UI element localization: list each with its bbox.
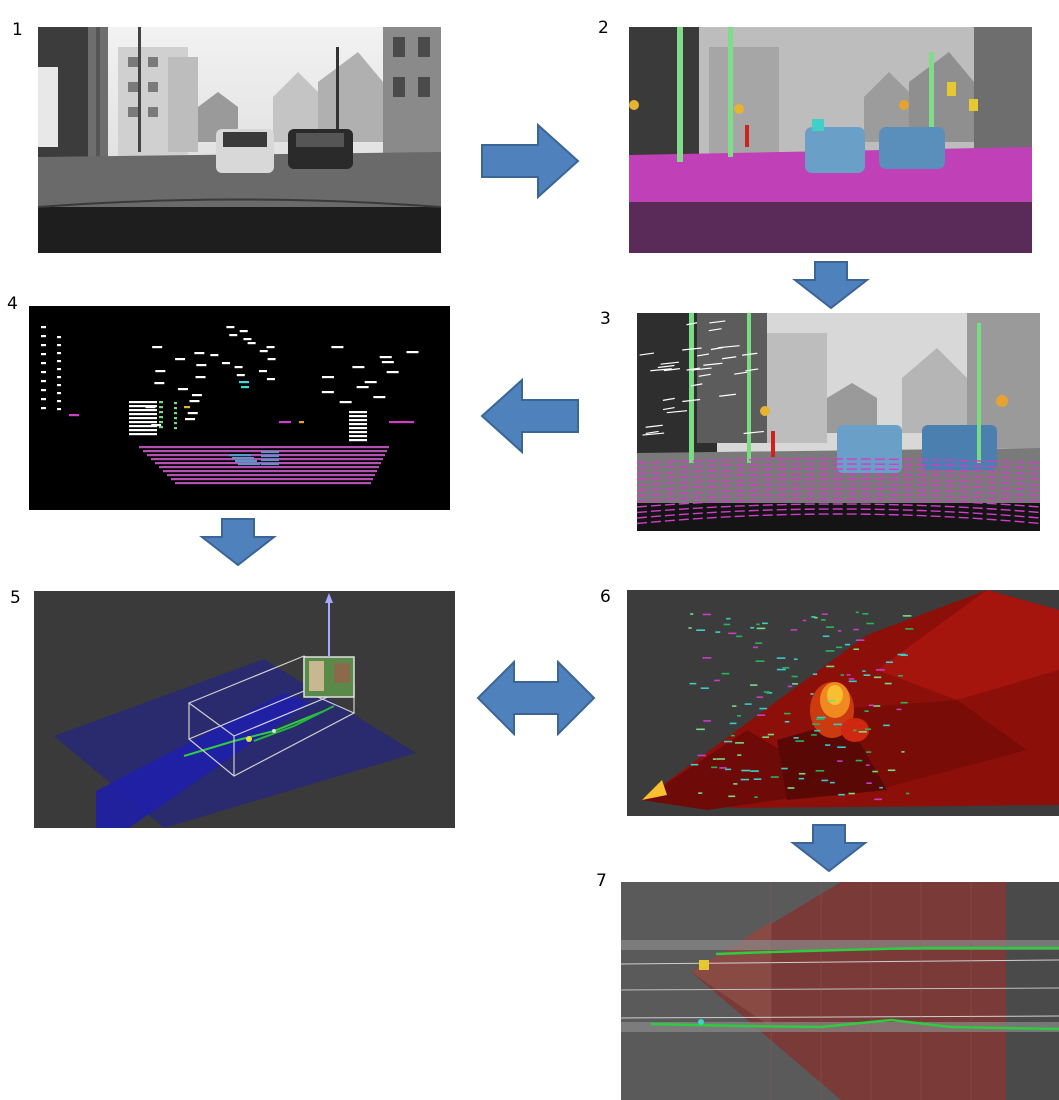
panel-label-4: 4 — [7, 294, 18, 314]
occupancy-heatmap-panel — [627, 590, 1059, 816]
arrow-down-4-to-5 — [199, 518, 277, 567]
arrow-down-6-to-7 — [790, 824, 868, 873]
lidar-projection-panel — [637, 313, 1040, 531]
segmentation-panel — [629, 27, 1032, 253]
panel-label-1: 1 — [12, 20, 23, 40]
lidar-pointcloud-panel — [29, 306, 450, 510]
arrow-down-2-to-3 — [792, 261, 870, 310]
3d-scene-panel — [34, 591, 455, 828]
panel-label-6: 6 — [600, 587, 611, 607]
panel-label-5: 5 — [10, 588, 21, 608]
arrow-bidirectional-5-6 — [476, 659, 596, 737]
birds-eye-map-panel — [621, 882, 1059, 1100]
panel-label-7: 7 — [596, 871, 607, 891]
panel-label-2: 2 — [598, 18, 609, 38]
arrow-left-3-to-4 — [480, 377, 579, 455]
arrow-right-1-to-2 — [481, 122, 580, 200]
camera-image-panel — [38, 27, 441, 253]
panel-label-3: 3 — [600, 309, 611, 329]
